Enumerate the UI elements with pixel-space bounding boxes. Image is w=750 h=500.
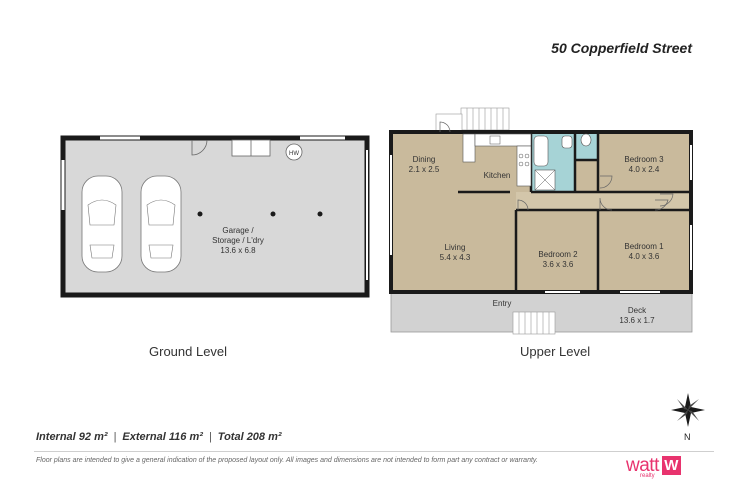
bedroom1-name: Bedroom 1 <box>624 242 664 251</box>
logo-sub: realty <box>640 473 655 479</box>
bathroom-fixtures <box>533 133 592 191</box>
bedroom3-name: Bedroom 3 <box>624 155 664 164</box>
upper-level-plan: Dining 2.1 x 2.5 Kitchen Living 5.4 x 4.… <box>389 107 693 335</box>
total-area: Total 208 m² <box>217 431 282 443</box>
dining-name: Dining <box>413 155 436 164</box>
door-swings <box>439 121 674 211</box>
bedroom2-dims: 3.6 x 3.6 <box>543 260 574 269</box>
kitchen-name: Kitchen <box>484 171 511 180</box>
logo-word: watt <box>626 455 659 476</box>
post <box>197 211 203 217</box>
garage-name-line2: Storage / L'dry <box>212 236 264 245</box>
post <box>270 211 276 217</box>
north-label: N <box>684 432 691 442</box>
living-name: Living <box>445 243 466 252</box>
door-swing <box>191 139 208 156</box>
post <box>317 211 323 217</box>
bedroom3-dims: 4.0 x 2.4 <box>629 165 660 174</box>
hot-water-unit <box>285 143 303 161</box>
garage-dims: 13.6 x 6.8 <box>220 246 256 255</box>
deck-dims: 13.6 x 1.7 <box>619 316 655 325</box>
hallway-floor <box>516 192 691 210</box>
garage-name-line1: Garage / <box>222 226 254 235</box>
area-summary: Internal 92 m² | External 116 m² | Total… <box>36 431 282 443</box>
divider <box>34 451 714 452</box>
external-area: External 116 m² <box>122 431 203 443</box>
separator: | <box>208 431 212 443</box>
hot-water-label: HW <box>289 151 299 157</box>
internal-area: Internal 92 m² <box>36 431 108 443</box>
upper-level-label: Upper Level <box>520 344 591 359</box>
car-icon <box>140 175 182 273</box>
kitchen-benches <box>462 133 532 187</box>
ground-level-plan: HW Garage / Storage / L'dry 13.6 x 6.8 <box>60 135 370 298</box>
address-title: 50 Copperfield Street <box>551 40 692 56</box>
disclaimer-text: Floor plans are intended to give a gener… <box>36 457 538 464</box>
car-icon <box>81 175 123 273</box>
compass-rose-icon <box>671 393 705 427</box>
logo-mark-icon: W <box>661 456 681 475</box>
living-dims: 5.4 x 4.3 <box>440 253 471 262</box>
bedroom2-name: Bedroom 2 <box>538 250 578 259</box>
deck-name: Deck <box>628 306 647 315</box>
separator: | <box>113 431 117 443</box>
bedroom1-dims: 4.0 x 3.6 <box>629 252 660 261</box>
back-stairs <box>460 107 510 131</box>
watt-realty-logo: watt W realty <box>626 455 681 479</box>
entry-name: Entry <box>493 299 512 308</box>
entry-stairs <box>512 311 556 335</box>
dining-dims: 2.1 x 2.5 <box>409 165 440 174</box>
interior-walls <box>458 132 691 292</box>
ground-level-label: Ground Level <box>149 344 228 359</box>
